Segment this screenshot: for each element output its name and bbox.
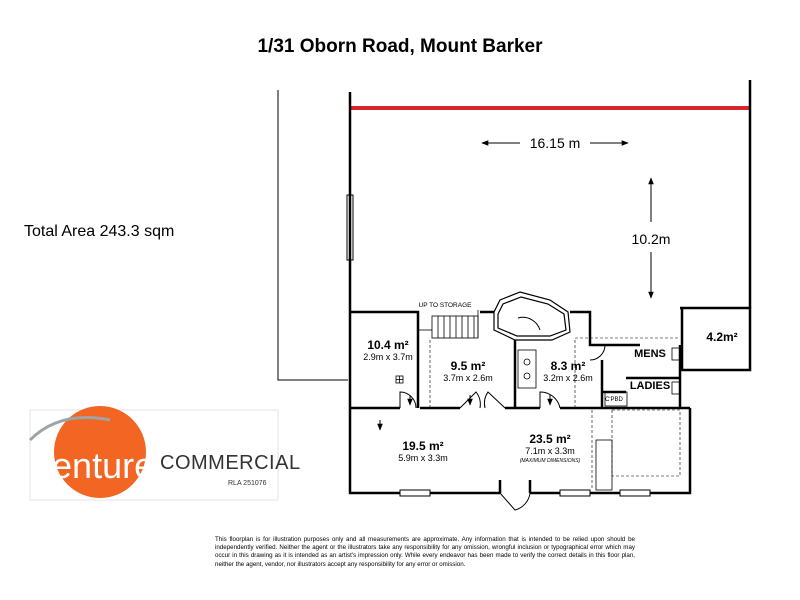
logo-swoosh — [28, 416, 111, 442]
disclaimer-text: This floorplan is for illustration purpo… — [215, 536, 635, 568]
stairs — [418, 310, 479, 339]
room-note: (MAXIMUM DIMENSIONS) — [520, 458, 581, 464]
mens-label: MENS — [634, 348, 666, 360]
room-area: 4.2m² — [706, 330, 737, 344]
company-logo — [28, 406, 279, 501]
room-area: 8.3 m² — [551, 359, 586, 373]
room-size: 2.9m x 3.7m — [363, 352, 413, 362]
dimension-arrows — [481, 140, 654, 299]
room-area: 19.5 m² — [402, 439, 443, 453]
width-dimension: 16.15 m — [530, 135, 581, 151]
room-size: 5.9m x 3.3m — [398, 453, 448, 463]
license-number: RLA 251076 — [228, 480, 267, 487]
total-area-label: Total Area 243.3 sqm — [24, 223, 175, 240]
fixtures — [395, 347, 681, 491]
room-area: 9.5 m² — [451, 359, 486, 373]
cpbd-label: C'PBD — [605, 397, 623, 403]
room-area: 23.5 m² — [529, 432, 570, 446]
flow-arrows — [377, 395, 553, 431]
room-size: 3.7m x 2.6m — [443, 373, 493, 383]
logo-wordmark: Venture — [30, 445, 155, 486]
storage-label: UP TO STORAGE — [419, 302, 473, 309]
building-walls — [348, 80, 752, 495]
site-boundary-lines — [277, 90, 348, 381]
logo-orange-circle — [54, 406, 146, 498]
room-size: 7.1m x 3.3m — [525, 446, 575, 456]
ladies-label: LADIES — [630, 380, 670, 392]
doors — [399, 316, 606, 511]
depth-dimension: 10.2m — [632, 231, 671, 247]
room-area: 10.4 m² — [367, 338, 408, 352]
room-size: 3.2m x 2.6m — [543, 373, 593, 383]
bottom-windows — [399, 489, 651, 497]
logo-commercial: COMMERCIAL — [160, 452, 301, 474]
bay-window — [493, 291, 571, 341]
page-title: 1/31 Oborn Road, Mount Barker — [257, 36, 543, 57]
window-left — [346, 194, 354, 261]
